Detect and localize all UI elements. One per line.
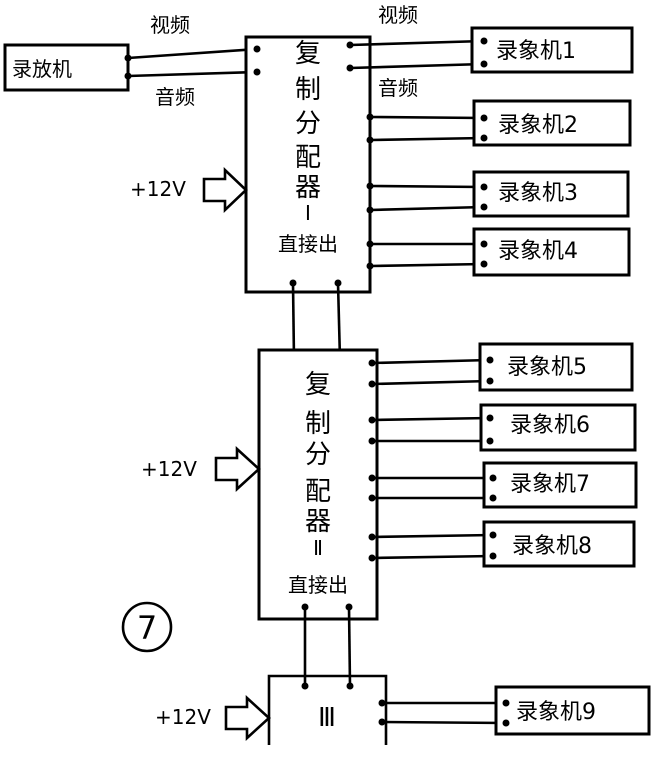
distributor-1-char-3: 分 xyxy=(295,109,321,139)
distributor-1-direct-out: 直接出 xyxy=(278,232,338,256)
power-arrow-2 xyxy=(214,446,261,492)
power-input-3: +12V xyxy=(155,695,271,741)
recorder-5-label: 录象机5 xyxy=(507,355,587,380)
distributor-1: 复 制 分 配 器 Ⅰ 直接出 xyxy=(244,35,372,294)
power-label-2: +12V xyxy=(141,457,197,481)
distributor-1-char-6: Ⅰ xyxy=(305,201,311,225)
distributor-2-direct-out: 直接出 xyxy=(288,573,348,597)
power-input-2: +12V xyxy=(141,446,261,492)
distributor-2-char-2: 制 xyxy=(305,409,331,439)
recorder-1: 录象机1 xyxy=(470,26,634,74)
source-video-terminal xyxy=(124,54,132,62)
recorder-8-label: 录象机8 xyxy=(512,534,592,559)
recorder-5: 录象机5 xyxy=(478,342,634,392)
distributor-3-label: Ⅲ xyxy=(318,703,336,733)
d1-in-audio xyxy=(253,68,261,76)
recorder-9-label: 录象机9 xyxy=(516,700,596,725)
output-video-label: 视频 xyxy=(378,3,418,27)
distributor-2-box xyxy=(257,348,379,621)
distributor-2-char-5: 器 xyxy=(305,507,331,537)
recorder-3: 录象机3 xyxy=(472,170,630,218)
figure-number-text: 7 xyxy=(137,609,157,647)
recorder-9: 录象机9 xyxy=(494,685,651,736)
power-arrow-1 xyxy=(202,166,248,214)
recorder-7-label: 录象机7 xyxy=(510,472,590,497)
distributor-2-outputs xyxy=(368,358,494,562)
distributor-2-char-3: 分 xyxy=(305,440,331,470)
distributor-1-char-4: 配 xyxy=(295,143,321,173)
recorder-4: 录象机4 xyxy=(472,227,631,277)
recorder-1-label: 录象机1 xyxy=(496,39,576,64)
distributor-1-outputs xyxy=(346,39,485,270)
recorder-6-label: 录象机6 xyxy=(510,413,590,438)
distributor-1-char-5: 器 xyxy=(295,173,321,203)
distributor-2-char-6: Ⅱ xyxy=(313,536,323,560)
source-video-wire xyxy=(127,47,258,60)
distributor-2-char-1: 复 xyxy=(305,370,331,400)
recorder-6: 录象机6 xyxy=(479,403,637,452)
distributor-3: Ⅲ xyxy=(267,674,507,745)
source-vcr-box xyxy=(3,43,130,92)
recorder-2: 录象机2 xyxy=(472,99,632,147)
source-audio-wire xyxy=(127,70,258,78)
distributor-2-char-4: 配 xyxy=(305,477,331,507)
power-input-1: +12V xyxy=(130,166,248,214)
link-2-3 xyxy=(301,603,354,690)
input-video-label: 视频 xyxy=(150,13,190,37)
input-audio-label: 音频 xyxy=(155,85,195,109)
figure-number: 7 xyxy=(121,601,173,653)
recorder-7: 录象机7 xyxy=(482,461,638,509)
distributor-2: 复 制 分 配 器 Ⅱ 直接出 xyxy=(257,348,379,621)
distributor-3-box xyxy=(267,674,388,745)
power-label-3: +12V xyxy=(155,705,211,729)
distributor-1-char-2: 制 xyxy=(295,75,321,105)
distributor-1-char-1: 复 xyxy=(295,39,321,69)
source-vcr-label: 录放机 xyxy=(12,57,72,81)
source-vcr: 录放机 xyxy=(3,43,132,92)
recorder-3-label: 录象机3 xyxy=(498,181,578,206)
recorder-4-label: 录象机4 xyxy=(498,239,578,264)
output-audio-label: 音频 xyxy=(378,76,418,100)
power-arrow-3 xyxy=(224,695,271,741)
power-label-1: +12V xyxy=(130,177,186,201)
d1-in-video xyxy=(253,45,261,53)
distributor-1-box xyxy=(244,35,372,294)
recorder-2-label: 录象机2 xyxy=(498,113,578,138)
recorder-8: 录象机8 xyxy=(482,520,636,568)
